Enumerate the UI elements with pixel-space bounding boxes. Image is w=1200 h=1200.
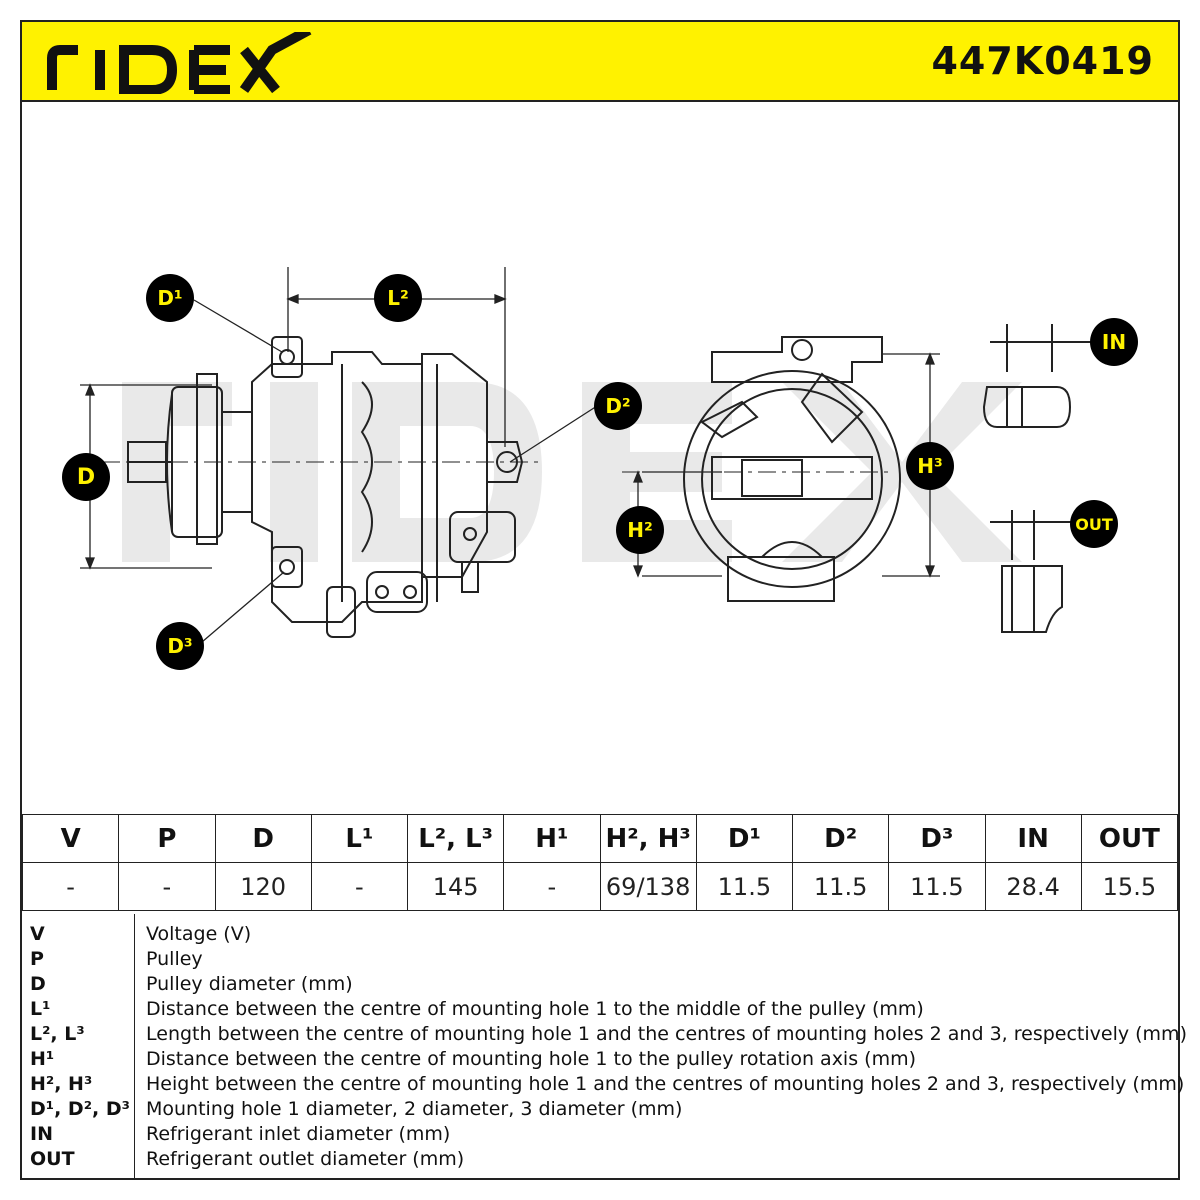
legend-desc: Refrigerant inlet diameter (mm) xyxy=(146,1123,451,1145)
legend-desc: Voltage (V) xyxy=(146,923,252,945)
spec-value-cell: 15.5 xyxy=(1080,862,1179,911)
legend-desc: Pulley xyxy=(146,948,203,970)
spec-header-cell: IN xyxy=(984,814,1082,863)
legend-row: D¹, D², D³ Mounting hole 1 diameter, 2 di… xyxy=(22,1097,1178,1122)
legend-row: OUT Refrigerant outlet diameter (mm) xyxy=(22,1147,1178,1172)
legend-key: H¹ xyxy=(30,1048,55,1070)
spec-value-cell: - xyxy=(503,862,601,911)
spec-value-cell: - xyxy=(310,862,409,911)
spec-value-cell: - xyxy=(118,862,216,911)
spec-header-cell: P xyxy=(118,814,216,863)
callout-D: D xyxy=(62,453,110,501)
legend-desc: Length between the centre of mounting ho… xyxy=(146,1023,1187,1045)
spec-value-cell: 69/138 xyxy=(599,862,697,911)
legend-key: D¹, D², D³ xyxy=(30,1098,130,1120)
legend-key: L¹ xyxy=(30,998,51,1020)
spec-value-row: - - 120 - 145 - 69/138 11.5 11.5 11.5 28… xyxy=(21,862,1179,911)
legend-row: H², H³ Height between the centre of mount… xyxy=(22,1072,1184,1097)
legend-key: V xyxy=(30,923,45,945)
legend-row: P Pulley xyxy=(22,947,1178,972)
legend-row: H¹ Distance between the centre of mountin… xyxy=(22,1047,1178,1072)
spec-header-cell: L¹ xyxy=(310,814,409,863)
legend-row: L², L³ Length between the centre of mount… xyxy=(22,1022,1187,1047)
ridex-logo xyxy=(44,25,314,98)
spec-header-row: V P D L¹ L², L³ H¹ H², H³ D¹ D² D³ IN OU… xyxy=(21,814,1179,863)
legend-row: L¹ Distance between the centre of mountin… xyxy=(22,997,1178,1022)
legend-row: V Voltage (V) xyxy=(22,922,1178,947)
legend-key: H², H³ xyxy=(30,1073,93,1095)
legend-divider xyxy=(22,914,135,1180)
spec-header-cell: D² xyxy=(791,814,890,863)
header-bar: 447K0419 xyxy=(22,22,1178,102)
callout-H3: H³ xyxy=(906,442,954,490)
technical-drawing: D¹ L² D D² D³ H³ H² IN OUT xyxy=(22,102,1178,814)
part-number: 447K0419 xyxy=(931,39,1154,83)
compressor-side-view xyxy=(102,336,542,638)
spec-header-cell: H¹ xyxy=(503,814,601,863)
spec-header-cell: D xyxy=(214,814,312,863)
spec-value-cell: 11.5 xyxy=(695,862,794,911)
callout-H2: H² xyxy=(616,506,664,554)
callout-L2: L² xyxy=(374,274,422,322)
outlet-fitting xyxy=(990,510,1092,633)
spec-value-cell: 120 xyxy=(214,862,312,911)
inlet-fitting xyxy=(982,324,1092,428)
callout-D1: D¹ xyxy=(146,274,194,322)
legend-key: L², L³ xyxy=(30,1023,85,1045)
spec-header-cell: D¹ xyxy=(695,814,794,863)
spec-value-cell: 11.5 xyxy=(888,862,986,911)
legend-key: P xyxy=(30,948,44,970)
legend-desc: Height between the centre of mounting ho… xyxy=(146,1073,1185,1095)
spec-header-cell: OUT xyxy=(1080,814,1179,863)
legend-desc: Refrigerant outlet diameter (mm) xyxy=(146,1148,465,1170)
callout-IN: IN xyxy=(1090,318,1138,366)
page-frame: 447K0419 xyxy=(20,20,1187,1180)
legend-key: IN xyxy=(30,1123,53,1145)
legend-desc: Distance between the centre of mounting … xyxy=(146,1048,916,1070)
legend: V Voltage (V) P Pulley D Pulley diameter (m… xyxy=(22,914,1187,1180)
spec-value-cell: 11.5 xyxy=(791,862,890,911)
callout-D2: D² xyxy=(594,382,642,430)
spec-table: V P D L¹ L², L³ H¹ H², H³ D¹ D² D³ IN OU… xyxy=(21,814,1179,911)
spec-header-cell: L², L³ xyxy=(406,814,505,863)
spec-header-cell: D³ xyxy=(888,814,986,863)
callout-OUT: OUT xyxy=(1070,500,1118,548)
legend-key: D xyxy=(30,973,46,995)
spec-value-cell: - xyxy=(21,862,120,911)
callout-D3: D³ xyxy=(156,622,204,670)
legend-key: OUT xyxy=(30,1148,75,1170)
legend-row: IN Refrigerant inlet diameter (mm) xyxy=(22,1122,1178,1147)
legend-desc: Pulley diameter (mm) xyxy=(146,973,353,995)
spec-value-cell: 145 xyxy=(406,862,505,911)
spec-value-cell: 28.4 xyxy=(984,862,1082,911)
legend-desc: Distance between the centre of mounting … xyxy=(146,998,924,1020)
spec-header-cell: V xyxy=(21,814,120,863)
legend-row: D Pulley diameter (mm) xyxy=(22,972,1178,997)
legend-desc: Mounting hole 1 diameter, 2 diameter, 3 … xyxy=(146,1098,683,1120)
spec-header-cell: H², H³ xyxy=(599,814,697,863)
